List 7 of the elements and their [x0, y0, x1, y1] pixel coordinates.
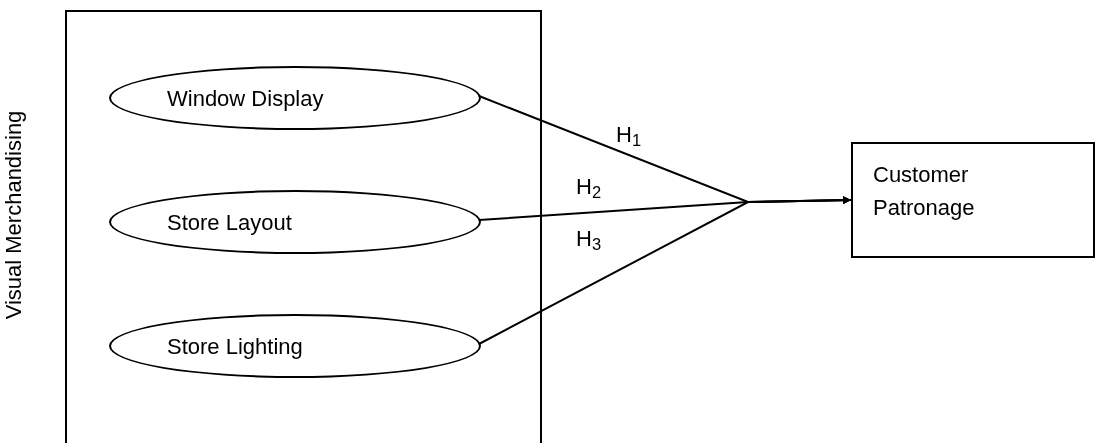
node-label: Store Lighting	[167, 332, 303, 361]
node-label: Store Layout	[167, 208, 292, 237]
process-box	[851, 142, 1095, 258]
node-label: Window Display	[167, 84, 324, 113]
group-heading: Visual Merchandising	[0, 110, 27, 319]
node-label: Customer Patronage	[873, 161, 976, 222]
arrow	[478, 196, 852, 345]
